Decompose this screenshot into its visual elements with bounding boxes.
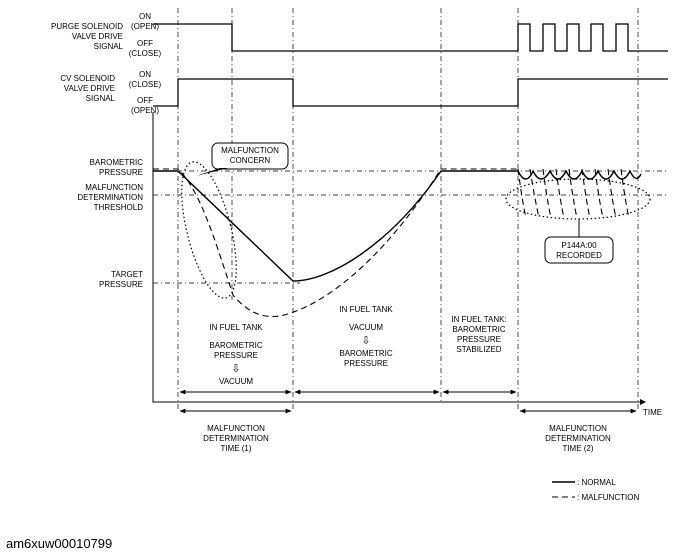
threshold-label-3: THRESHOLD [94, 203, 144, 212]
phase3-line1: IN FUEL TANK: [451, 315, 506, 324]
cv-on-label: ON [139, 70, 151, 79]
cv-signal-name-1: CV SOLENOID [60, 74, 115, 83]
time-axis-arrow [640, 399, 646, 405]
determination-2-line1: MALFUNCTION [549, 424, 607, 433]
diagnostic-timing-diagram: PURGE SOLENOID VALVE DRIVE SIGNAL ON (OP… [51, 8, 668, 502]
normal-pressure-curve [153, 169, 642, 282]
determination-time-2: MALFUNCTION DETERMINATION TIME (2) [519, 408, 637, 453]
purge-signal-name-3: SIGNAL [94, 42, 124, 51]
cv-off-state: (OPEN) [131, 106, 159, 115]
cv-signal-name-3: SIGNAL [86, 94, 116, 103]
cv-off-label: OFF [137, 96, 153, 105]
purge-signal-name-2: VALVE DRIVE [72, 32, 123, 41]
phase2-line1: IN FUEL TANK [339, 305, 393, 314]
phase2-arrow: ⇩ [361, 335, 370, 347]
cv-signal-name-2: VALVE DRIVE [64, 84, 115, 93]
determination-1-line3: TIME (1) [220, 444, 251, 453]
determination-1-line2: DETERMINATION [203, 434, 269, 443]
purge-off-label: OFF [137, 39, 153, 48]
phase2-line2: VACUUM [349, 323, 383, 332]
reference-levels [153, 170, 668, 284]
threshold-label-2: DETERMINATION [77, 193, 143, 202]
phase1-line2a: BAROMETRIC [209, 341, 263, 350]
recorded-text-1: P144A:00 [561, 241, 597, 250]
malfunction-concern-ellipse [181, 161, 237, 299]
phase3-line2: BAROMETRIC [452, 325, 506, 334]
determination-1-line1: MALFUNCTION [207, 424, 265, 433]
concern-text-2: CONCERN [230, 156, 271, 165]
purge-on-state: (OPEN) [131, 22, 159, 31]
phase3-line3: PRESSURE [457, 335, 501, 344]
phase3-description: IN FUEL TANK: BAROMETRIC PRESSURE STABIL… [451, 315, 506, 354]
phase3-line4: STABILIZED [456, 345, 501, 354]
pressure-axis [152, 112, 640, 403]
barometric-label-1: BAROMETRIC [90, 158, 144, 167]
threshold-label-1: MALFUNCTION [85, 183, 143, 192]
purge-signal-labels: PURGE SOLENOID VALVE DRIVE SIGNAL ON (OP… [51, 12, 162, 58]
concern-text-1: MALFUNCTION [221, 146, 279, 155]
determination-2-line3: TIME (2) [562, 444, 593, 453]
purge-on-label: ON [139, 12, 151, 21]
phase1-line1: IN FUEL TANK [209, 323, 263, 332]
dtc-recorded-callout: P144A:00 RECORDED [544, 219, 614, 264]
purge-signal-name-1: PURGE SOLENOID [51, 22, 123, 31]
phase1-line2b: PRESSURE [214, 351, 258, 360]
phase2-line3b: PRESSURE [344, 359, 388, 368]
phase1-line3: VACUUM [219, 377, 253, 386]
purge-off-state: (CLOSE) [129, 49, 162, 58]
p144a-ellipse [505, 178, 651, 220]
phase2-description: IN FUEL TANK VACUUM ⇩ BAROMETRIC PRESSUR… [339, 305, 393, 368]
cv-signal-labels: CV SOLENOID VALVE DRIVE SIGNAL ON (CLOSE… [60, 70, 161, 115]
legend-malfunction-label: : MALFUNCTION [577, 493, 639, 502]
malfunction-concern-callout: MALFUNCTION CONCERN [196, 142, 289, 176]
legend: : NORMAL : MALFUNCTION [552, 478, 639, 502]
target-label-1: TARGET [111, 270, 143, 279]
phase1-arrow: ⇩ [231, 363, 240, 375]
recorded-text-2: RECORDED [556, 251, 602, 260]
legend-normal-label: : NORMAL [577, 478, 616, 487]
target-label-2: PRESSURE [99, 280, 143, 289]
determination-time-1: MALFUNCTION DETERMINATION TIME (1) [179, 408, 292, 453]
cv-on-state: (CLOSE) [129, 80, 162, 89]
phase1-description: IN FUEL TANK BAROMETRIC PRESSURE ⇩ VACUU… [209, 323, 263, 386]
purge-signal-waveform [153, 23, 668, 52]
phase2-line3a: BAROMETRIC [339, 349, 393, 358]
determination-2-line2: DETERMINATION [545, 434, 611, 443]
time-label: TIME [643, 408, 662, 417]
barometric-label-2: PRESSURE [99, 168, 143, 177]
cv-signal-waveform [153, 78, 668, 107]
document-id: am6xuw00010799 [6, 536, 113, 551]
